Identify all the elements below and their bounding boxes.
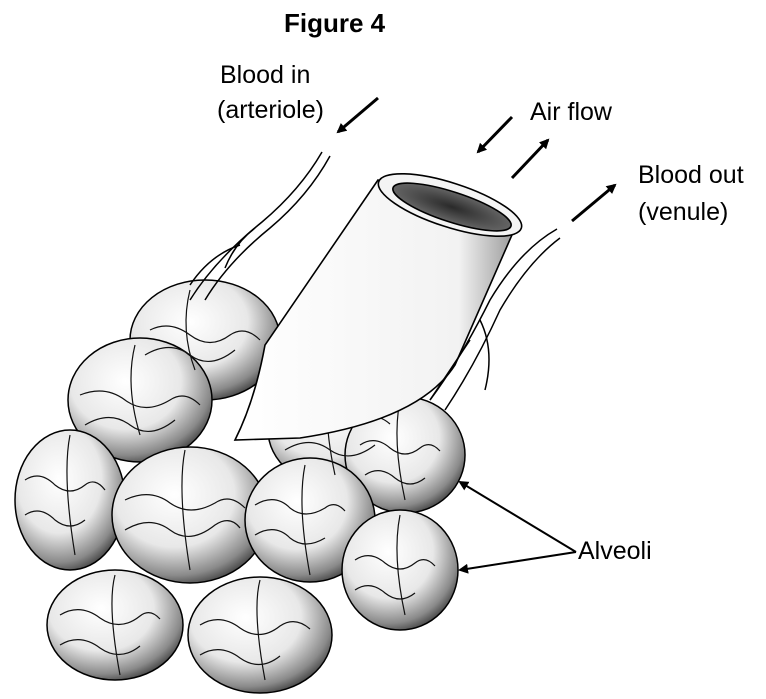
blood-in-arrow xyxy=(338,98,378,132)
alveoli-pointer-arrows xyxy=(460,482,576,570)
bronchiole-tube xyxy=(235,161,528,440)
air-flow-in-arrow xyxy=(478,117,512,152)
arteriole-vessel xyxy=(190,152,330,300)
air-flow-out-arrow xyxy=(512,140,548,178)
blood-out-arrow xyxy=(572,185,615,221)
